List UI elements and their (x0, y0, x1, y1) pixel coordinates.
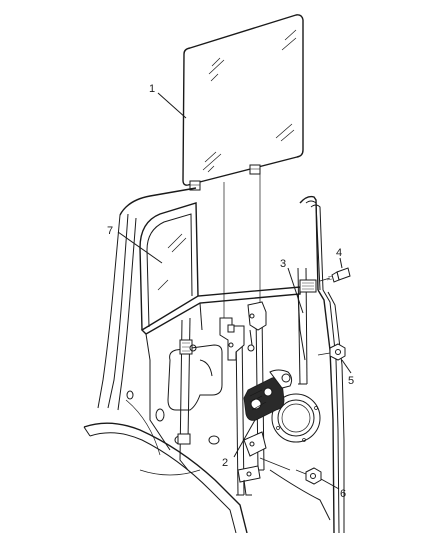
callout-7: 7 (107, 225, 113, 237)
door-glass (182, 14, 304, 191)
glass-run-weatherstrip (139, 202, 301, 335)
callout-2: 2 (222, 457, 228, 469)
callout-5: 5 (348, 375, 354, 387)
door-inner-panel (83, 187, 345, 533)
assembly-guide-lines (223, 172, 261, 318)
callout-1: 1 (149, 83, 155, 95)
bolt (319, 267, 351, 283)
callout-6: 6 (340, 488, 346, 500)
callout-3: 3 (280, 258, 286, 270)
leader-lines (117, 92, 352, 490)
callout-4: 4 (336, 247, 342, 259)
window-regulator (189, 301, 293, 496)
nut-lower (295, 467, 322, 485)
nut-upper (317, 343, 346, 361)
